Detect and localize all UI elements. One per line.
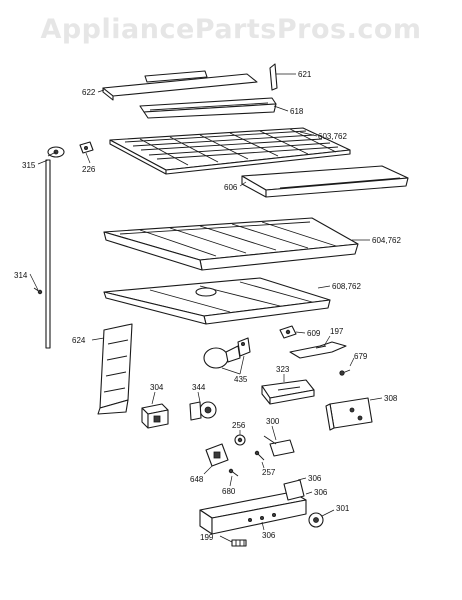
part-308-bracket bbox=[325, 397, 373, 431]
part-648 bbox=[205, 443, 229, 467]
part-618-rail bbox=[139, 97, 277, 119]
label-618: 618 bbox=[290, 107, 304, 116]
label-226: 226 bbox=[82, 165, 96, 174]
label-435: 435 bbox=[234, 375, 248, 384]
part-304-block bbox=[141, 403, 169, 429]
label-308: 308 bbox=[384, 394, 398, 403]
part-680-screw bbox=[228, 468, 239, 477]
part-301-knob bbox=[308, 512, 324, 528]
part-606-pan bbox=[241, 165, 409, 198]
part-314-screw bbox=[33, 287, 43, 295]
label-306-b: 306 bbox=[314, 488, 328, 497]
part-624-duct bbox=[97, 323, 133, 415]
part-306-housing bbox=[199, 479, 307, 535]
part-604-tray bbox=[103, 217, 359, 271]
part-300-switch bbox=[263, 435, 295, 457]
label-679: 679 bbox=[354, 352, 368, 361]
part-344-knob bbox=[189, 401, 217, 421]
label-609: 609 bbox=[307, 329, 321, 338]
part-256 bbox=[234, 434, 246, 446]
part-608-tray bbox=[103, 277, 331, 325]
leader-lines bbox=[29, 73, 383, 543]
part-197-bracket bbox=[289, 341, 347, 359]
part-621-clip bbox=[269, 63, 278, 91]
part-435-lamp bbox=[203, 337, 251, 369]
part-199 bbox=[231, 539, 247, 547]
part-257-screw bbox=[254, 450, 265, 461]
label-603-762: 603,762 bbox=[318, 132, 347, 141]
label-197: 197 bbox=[330, 327, 344, 336]
label-304: 304 bbox=[150, 383, 164, 392]
part-603-shelf bbox=[109, 127, 351, 175]
label-608-762: 608,762 bbox=[332, 282, 361, 291]
label-680: 680 bbox=[222, 487, 236, 496]
label-344: 344 bbox=[192, 383, 206, 392]
watermark: AppliancePartsPros.com bbox=[40, 14, 422, 45]
label-257: 257 bbox=[262, 468, 276, 477]
label-199: 199 bbox=[200, 533, 214, 542]
part-609 bbox=[279, 325, 297, 339]
part-labels: 622 621 618 603,762 315 226 606 604,762 … bbox=[14, 70, 401, 542]
part-622-cover bbox=[102, 70, 258, 101]
part-323-housing bbox=[261, 379, 315, 405]
label-300: 300 bbox=[266, 417, 280, 426]
label-314: 314 bbox=[14, 271, 28, 280]
label-323: 323 bbox=[276, 365, 290, 374]
label-606: 606 bbox=[224, 183, 238, 192]
part-679-screw bbox=[339, 369, 351, 376]
label-301: 301 bbox=[336, 504, 350, 513]
label-621: 621 bbox=[298, 70, 312, 79]
label-306-a: 306 bbox=[308, 474, 322, 483]
label-306-c: 306 bbox=[262, 531, 276, 540]
label-256: 256 bbox=[232, 421, 246, 430]
label-604-762: 604,762 bbox=[372, 236, 401, 245]
part-315-rod bbox=[45, 146, 65, 349]
label-622: 622 bbox=[82, 88, 96, 97]
label-315: 315 bbox=[22, 161, 36, 170]
label-648: 648 bbox=[190, 475, 204, 484]
part-226 bbox=[79, 141, 94, 154]
label-624: 624 bbox=[72, 336, 86, 345]
